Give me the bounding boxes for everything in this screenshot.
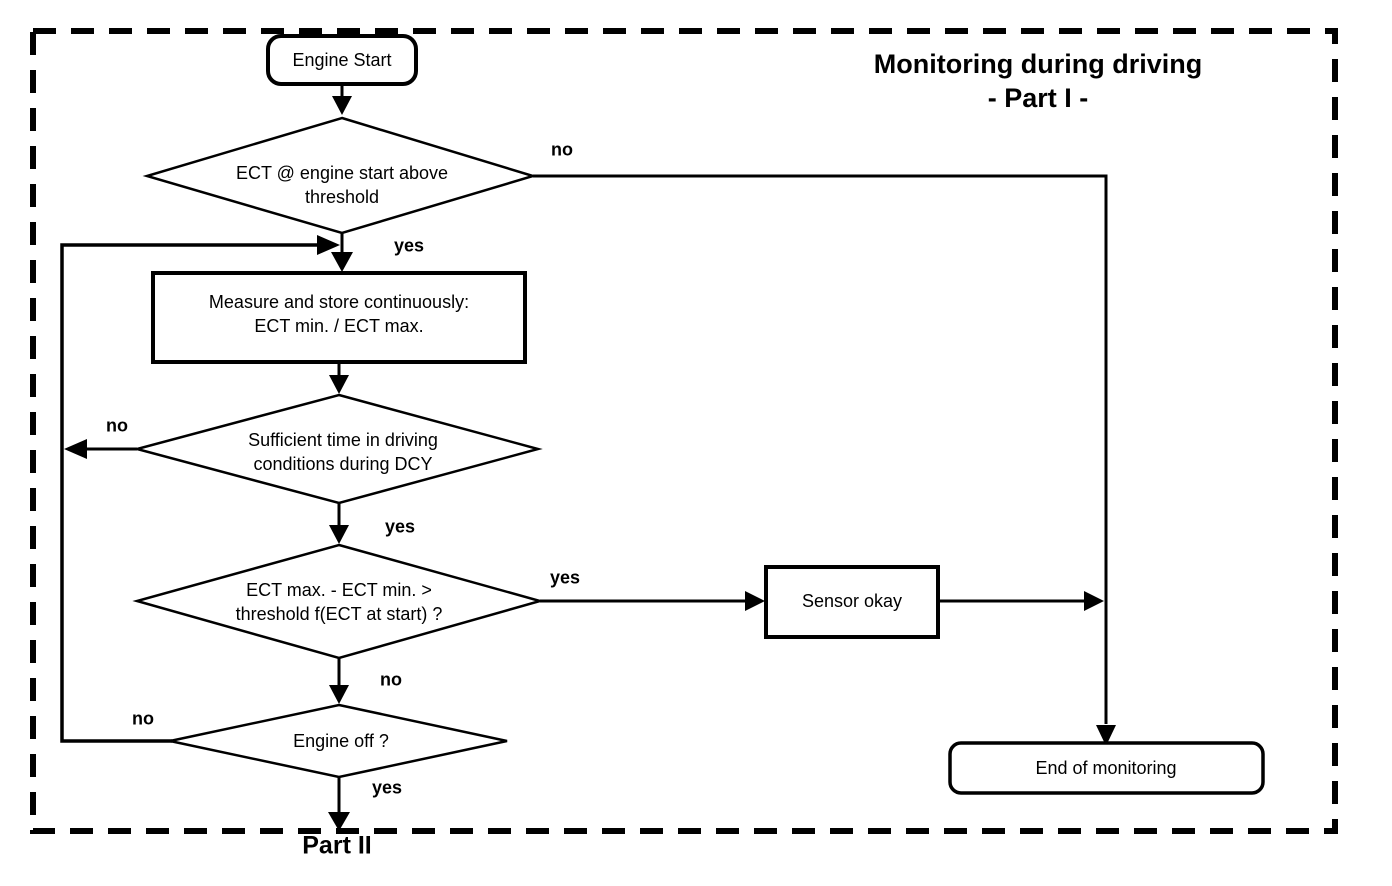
arrowhead-left-icon xyxy=(64,439,87,459)
measure-store-shape xyxy=(151,271,527,364)
measure-store-line1: Measure and store continuously: xyxy=(208,292,470,312)
end-monitoring-label: End of monitoring xyxy=(1035,758,1177,778)
edge-label-engine-off-no: no xyxy=(132,708,154,729)
arrowhead-down-icon xyxy=(329,685,349,704)
edge-label-ect-delta-no: no xyxy=(380,669,402,690)
arrowhead-down-icon xyxy=(329,375,349,394)
edge-label-ect-start-yes: yes xyxy=(393,235,425,256)
arrowhead-down-icon xyxy=(331,252,353,272)
sensor-okay-label: Sensor okay xyxy=(801,591,903,611)
arrowhead-right-icon xyxy=(317,235,340,255)
engine-start-label: Engine Start xyxy=(292,50,392,70)
edge-label-ect-start-no: no xyxy=(551,139,573,160)
edge-label-ect-delta-yes: yes xyxy=(549,567,581,588)
measure-store-label: Measure and store continuously: ECT min.… xyxy=(209,290,469,338)
sensor-okay-shape xyxy=(764,565,940,639)
arrowhead-down-icon xyxy=(329,525,349,544)
ect-start-check-label: ECT @ engine start above threshold xyxy=(236,161,448,209)
edge-label-sufficient-time-no: no xyxy=(106,415,128,436)
page-title-line2: - Part I - xyxy=(987,83,1089,113)
diagram-dashed-border xyxy=(30,28,1338,834)
arrowhead-right-icon xyxy=(1084,591,1104,611)
ect-delta-check-label: ECT max. - ECT min. > threshold f(ECT at… xyxy=(236,578,443,626)
arrowhead-down-icon xyxy=(332,96,352,115)
edge-feedback-loop xyxy=(60,243,317,743)
ect-delta-check-line1: ECT max. - ECT min. > xyxy=(246,580,432,600)
edge-ect-check-no-to-end xyxy=(533,174,1108,724)
end-monitoring-shape xyxy=(948,741,1265,795)
measure-store-line2: ECT min. / ECT max. xyxy=(254,316,424,336)
engine-off-label: Engine off ? xyxy=(293,731,389,751)
arrowhead-right-icon xyxy=(745,591,765,611)
sufficient-time-label: Sufficient time in driving conditions du… xyxy=(248,428,438,476)
edge-label-sufficient-time-yes: yes xyxy=(384,516,416,537)
arrowhead-down-icon xyxy=(1096,725,1116,746)
edge-label-engine-off-yes: yes xyxy=(371,777,403,798)
page-title: Monitoring during driving - Part I - xyxy=(874,47,1202,115)
part2-label: Part II xyxy=(302,831,372,860)
page-title-line1: Monitoring during driving xyxy=(873,49,1203,79)
arrowhead-down-icon xyxy=(328,812,350,831)
sufficient-time-line1: Sufficient time in driving xyxy=(248,430,438,450)
ect-start-check-line2: threshold xyxy=(304,187,380,207)
ect-start-check-line1: ECT @ engine start above xyxy=(235,163,449,183)
sufficient-time-line2: conditions during DCY xyxy=(253,454,433,474)
ect-delta-check-line2: threshold f(ECT at start) ? xyxy=(235,604,443,624)
